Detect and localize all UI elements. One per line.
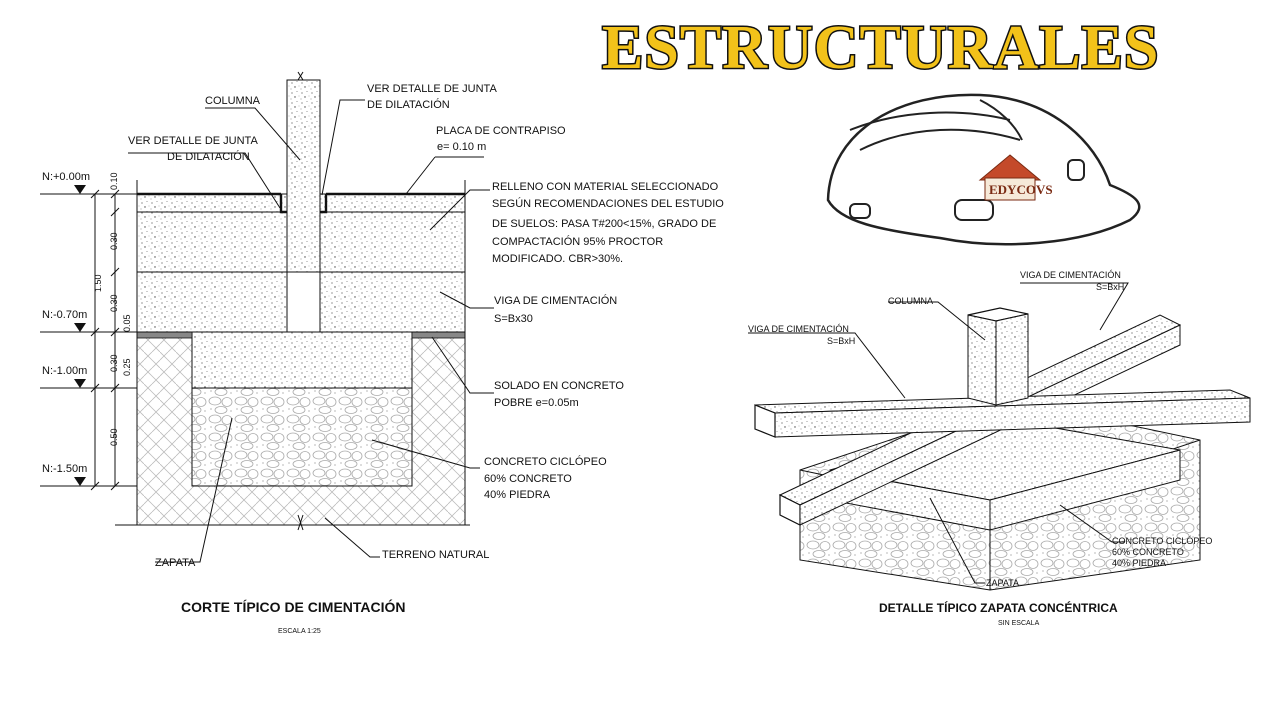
footing-3d-detail: VIGA DE CIMENTACIÓN S=BxH COLUMNA VIGA D… bbox=[748, 270, 1251, 627]
detail-label-viga-left: VIGA DE CIMENTACIÓN bbox=[748, 324, 849, 334]
detail-scale: SIN ESCALA bbox=[998, 620, 1040, 627]
detail-label-columna: COLUMNA bbox=[888, 296, 933, 306]
label-columna: COLUMNA bbox=[205, 95, 261, 107]
footing-concrete bbox=[191, 331, 413, 389]
label-junta-right-2: DE DILATACIÓN bbox=[367, 98, 450, 111]
detail-label-viga-left-size: S=BxH bbox=[827, 336, 855, 346]
company-logo: EDYCOVS bbox=[978, 154, 1053, 201]
level-label: N:-1.50m bbox=[42, 463, 87, 475]
dimension-chain: 0.10 0.30 1.50 0.30 0.05 0.30 0.25 0.50 bbox=[90, 172, 132, 491]
label-junta-right: VER DETALLE DE JUNTA bbox=[367, 83, 497, 95]
detail-title: DETALLE TÍPICO ZAPATA CONCÉNTRICA bbox=[879, 600, 1118, 615]
helmet-illustration: EDYCOVS bbox=[826, 93, 1141, 246]
detail-label-viga-top: VIGA DE CIMENTACIÓN bbox=[1020, 270, 1121, 280]
logo-text: EDYCOVS bbox=[989, 182, 1053, 197]
label-placa: PLACA DE CONTRAPISO bbox=[436, 125, 566, 137]
cyclopean-concrete bbox=[191, 387, 413, 487]
dim-label: 0.30 bbox=[109, 232, 119, 250]
dim-label: 0.50 bbox=[109, 428, 119, 446]
detail-label-zapata: ZAPATA bbox=[986, 578, 1019, 588]
dim-label: 0.30 bbox=[109, 354, 119, 372]
label-relleno: SEGÚN RECOMENDACIONES DEL ESTUDIO bbox=[492, 197, 724, 210]
dim-label: 0.05 bbox=[122, 314, 132, 332]
foundation-section-drawing: N:+0.00m N:-0.70m N:-1.00m N:-1.50m 0.10… bbox=[40, 71, 724, 635]
banner-title: ESTRUCTURALES bbox=[602, 14, 1159, 82]
label-relleno: DE SUELOS: PASA T#200<15%, GRADO DE bbox=[492, 218, 716, 230]
level-markers: N:+0.00m N:-0.70m N:-1.00m N:-1.50m bbox=[40, 171, 137, 487]
detail-label-ciclopeo-2: 60% CONCRETO bbox=[1112, 547, 1184, 557]
label-relleno: RELLENO CON MATERIAL SELECCIONADO bbox=[492, 181, 719, 193]
level-label: N:-0.70m bbox=[42, 309, 87, 321]
label-junta-left-2: DE DILATACIÓN bbox=[167, 150, 250, 163]
dim-label: 0.30 bbox=[109, 294, 119, 312]
label-ciclopeo: CONCRETO CICLÓPEO bbox=[484, 455, 607, 468]
column-3d bbox=[967, 314, 997, 406]
label-viga-size: S=Bx30 bbox=[494, 313, 533, 325]
dim-label: 0.10 bbox=[109, 172, 119, 190]
label-solado: SOLADO EN CONCRETO bbox=[494, 380, 624, 392]
section-title: CORTE TÍPICO DE CIMENTACIÓN bbox=[181, 598, 406, 615]
lean-concrete-left bbox=[136, 331, 193, 339]
label-terreno: TERRENO NATURAL bbox=[382, 549, 489, 561]
label-ciclopeo-2: 60% CONCRETO bbox=[484, 473, 572, 485]
label-solado-2: POBRE e=0.05m bbox=[494, 397, 579, 409]
level-label: N:-1.00m bbox=[42, 365, 87, 377]
dim-label: 0.25 bbox=[122, 358, 132, 376]
detail-label-ciclopeo-3: 40% PIEDRA bbox=[1112, 558, 1166, 568]
level-label: N:+0.00m bbox=[42, 171, 90, 183]
slab-left bbox=[136, 193, 288, 213]
detail-label-ciclopeo: CONCRETO CICLÓPEO bbox=[1112, 536, 1212, 546]
label-relleno: MODIFICADO. CBR>30%. bbox=[492, 253, 623, 265]
leader-lines bbox=[128, 99, 494, 563]
label-junta-left: VER DETALLE DE JUNTA bbox=[128, 135, 258, 147]
lean-concrete-right bbox=[411, 331, 466, 339]
label-viga: VIGA DE CIMENTACIÓN bbox=[494, 294, 617, 307]
label-relleno: COMPACTACIÓN 95% PROCTOR bbox=[492, 235, 663, 248]
label-placa-thickness: e= 0.10 m bbox=[437, 141, 486, 153]
label-zapata: ZAPATA bbox=[155, 557, 196, 569]
detail-label-viga-top-size: S=BxH bbox=[1096, 282, 1124, 292]
section-scale: ESCALA 1:25 bbox=[278, 628, 321, 635]
label-ciclopeo-3: 40% PIEDRA bbox=[484, 489, 551, 501]
helmet-shell bbox=[826, 93, 1141, 246]
dim-label: 1.50 bbox=[93, 274, 103, 292]
slab-right bbox=[319, 193, 466, 213]
